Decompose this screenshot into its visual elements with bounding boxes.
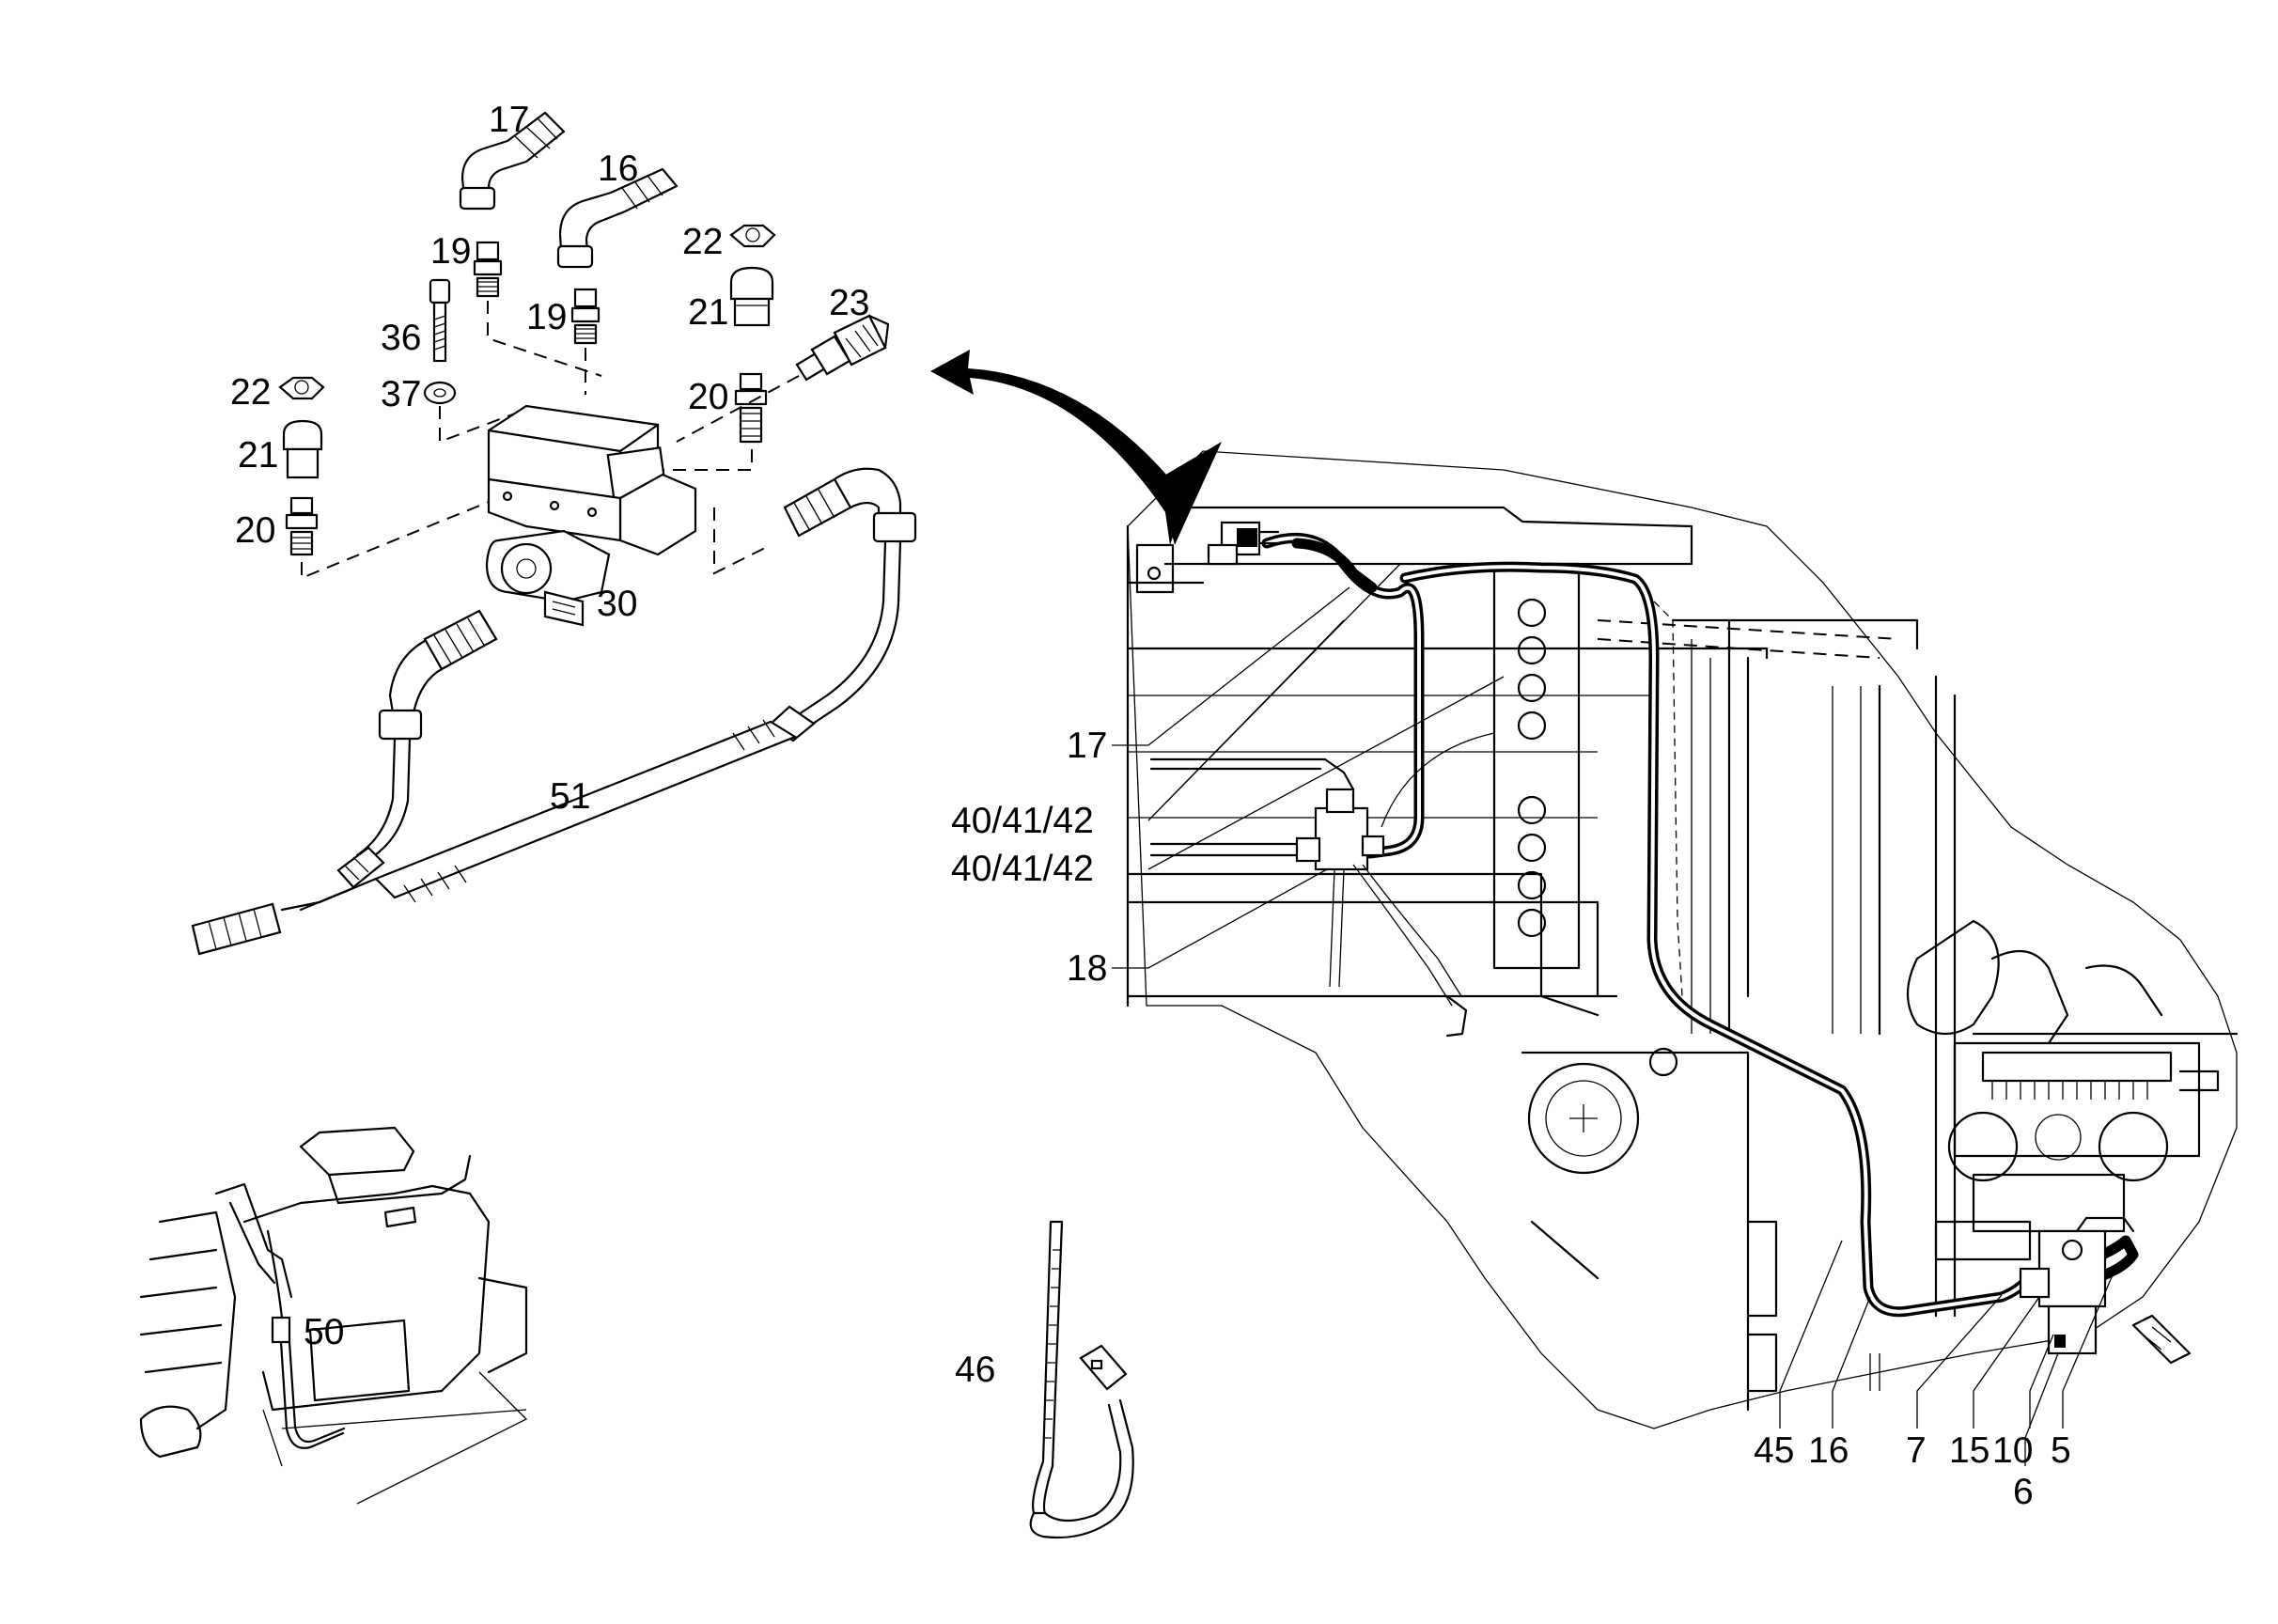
fitting-19-left-part (473, 241, 503, 298)
leader-lines (1112, 563, 2115, 1466)
label-hose-16: 16 (598, 148, 638, 189)
label-part-45: 45 (1754, 1430, 1794, 1471)
engine-assembly-view (1112, 450, 2239, 1466)
pressure-sensor-23-part (795, 314, 890, 382)
label-part-15: 15 (1949, 1430, 1989, 1471)
cylinder-ports (1517, 598, 1547, 938)
seat-console-view (139, 1126, 528, 1505)
label-washer-37: 37 (381, 374, 421, 414)
fitting-20-right-part (734, 372, 768, 444)
label-cable-tie-46: 46 (955, 1350, 995, 1390)
label-fitting-20-right: 20 (688, 377, 728, 417)
fitting-19-right-part (570, 288, 601, 345)
washer-37-part (423, 381, 457, 405)
label-hose-17: 17 (489, 100, 529, 140)
label-part-6: 6 (2013, 1472, 2034, 1512)
assembly-guide-lines (301, 301, 800, 580)
label-plug-21-left: 21 (238, 435, 278, 476)
hose-routing (1261, 532, 2139, 1318)
label-clamp-set-lower: 40/41/42 (951, 849, 1094, 889)
nut-22-left-part (278, 376, 325, 400)
bottom-valve-cluster (2019, 1216, 2135, 1355)
label-fitting-19-right: 19 (526, 297, 567, 337)
label-sensor-23: 23 (829, 283, 869, 323)
label-nut-22-right: 22 (682, 222, 723, 262)
screw-36-part (429, 278, 451, 363)
label-harness-51: 51 (550, 776, 590, 817)
label-plug-21-right: 21 (688, 292, 728, 333)
plug-21-left-part (282, 419, 323, 479)
cable-tie-46-part (1029, 1220, 1134, 1539)
label-part-5: 5 (2051, 1430, 2071, 1471)
wiring-harness-51-part (191, 467, 917, 956)
top-valve-fitting (1207, 521, 1282, 566)
plug-21-right-part (729, 266, 774, 327)
hose-16-part (556, 167, 679, 269)
label-switch-50: 50 (304, 1312, 344, 1352)
label-engine-hose-17: 17 (1067, 726, 1107, 766)
solenoid-valve-30-part (485, 404, 697, 627)
hose-17-part (459, 111, 566, 211)
exploded-valve-assembly (191, 111, 917, 956)
fitting-20-left-part (285, 496, 319, 556)
label-part-10: 10 (1992, 1430, 2033, 1471)
nut-22-right-part (729, 224, 776, 248)
label-screw-36: 36 (381, 318, 421, 358)
arrow-pointer (930, 350, 1222, 545)
tee-fitting-18 (1149, 732, 1495, 1038)
label-part-7: 7 (1906, 1430, 1927, 1471)
label-fitting-18: 18 (1067, 948, 1107, 989)
label-fitting-19-left: 19 (430, 231, 471, 272)
label-engine-hose-16: 16 (1808, 1430, 1849, 1471)
label-fitting-20-left: 20 (235, 510, 275, 551)
label-valve-30: 30 (597, 584, 637, 624)
label-nut-22-left: 22 (230, 372, 271, 413)
label-clamp-set-upper: 40/41/42 (951, 801, 1094, 841)
